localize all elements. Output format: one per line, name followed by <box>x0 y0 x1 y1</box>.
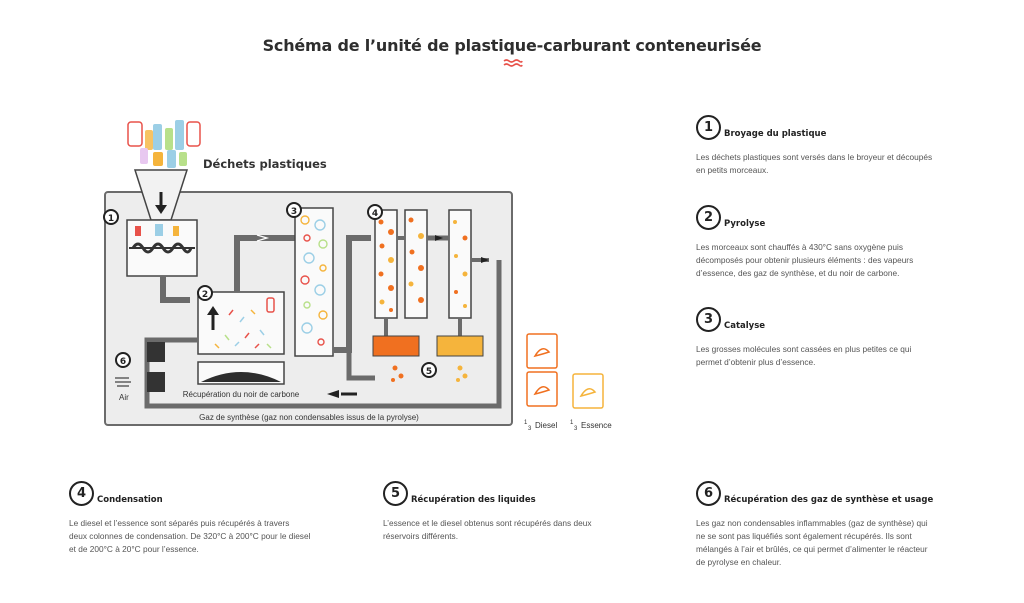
essence-fraction-num: 1 <box>570 420 574 426</box>
step-2-title: Pyrolyse <box>724 219 766 229</box>
step-1-description: Les déchets plastiques sont versés dans … <box>696 151 932 177</box>
step-1-title: Broyage du plastique <box>724 129 827 139</box>
diagram-number-5: 5 <box>426 367 432 377</box>
condenser-column-1 <box>374 209 398 319</box>
step-5: 5 Récupération des liquides L’essence et… <box>383 481 683 561</box>
step-6-description: Les gaz non condensables inflammables (g… <box>696 517 928 569</box>
step-2: 2 Pyrolyse Les morceaux sont chauffés à … <box>696 205 996 295</box>
step-4-line-3: et de 200°C à 20°C pour l’essence. <box>69 544 199 554</box>
step-6-line-3: mélangés à l’air et brûlés, ce qui perme… <box>696 544 928 554</box>
step-6-line-4: de pyrolyse en chaleur. <box>696 557 782 567</box>
step-2-line-3: d’essence, des gaz de synthèse, et du no… <box>696 268 900 278</box>
step-3-number: 3 <box>696 307 721 332</box>
gas-label: Gaz de synthèse (gaz non condensables is… <box>199 413 419 422</box>
step-1-line-1: Les déchets plastiques sont versés dans … <box>696 152 933 162</box>
essence-barrel-icon <box>572 373 604 409</box>
step-4-line-1: Le diesel et l’essence sont séparés puis… <box>69 518 290 528</box>
title-underline-icon <box>503 59 523 67</box>
step-5-line-1: L’essence et le diesel obtenus sont récu… <box>383 518 592 528</box>
diesel-tank <box>372 335 420 357</box>
diesel-fraction-den: 3 <box>528 426 532 432</box>
step-3-description: Les grosses molécules sont cassées en pl… <box>696 343 911 369</box>
essence-label: Essence <box>581 421 612 430</box>
diesel-label: Diesel <box>535 421 557 430</box>
carbon-label: Récupération du noir de carbone <box>183 390 300 399</box>
diagram-number-6: 6 <box>120 357 126 367</box>
step-1: 1 Broyage du plastique Les déchets plast… <box>696 115 996 185</box>
step-5-line-2: réservoirs différents. <box>383 531 459 541</box>
catalyst-column <box>294 207 334 357</box>
step-5-number: 5 <box>383 481 408 506</box>
diagram-number-4: 4 <box>372 209 378 219</box>
step-3: 3 Catalyse Les grosses molécules sont ca… <box>696 307 996 377</box>
waste-label: Déchets plastiques <box>203 157 327 171</box>
diagram-number-1: 1 <box>108 214 114 224</box>
step-3-title: Catalyse <box>724 321 766 331</box>
step-1-number: 1 <box>696 115 721 140</box>
step-3-line-2: permet d’obtenir plus d’essence. <box>696 357 816 367</box>
diagram-number-2: 2 <box>202 290 208 300</box>
step-2-description: Les morceaux sont chauffés à 430°C sans … <box>696 241 913 280</box>
step-5-description: L’essence et le diesel obtenus sont récu… <box>383 517 591 543</box>
burner-1 <box>147 342 165 362</box>
process-diagram: Déchets plastiques 1 2 Récupération du n… <box>103 120 612 432</box>
condenser-column-3 <box>448 209 472 319</box>
burner-2 <box>147 372 165 392</box>
plastic-waste-icon <box>127 120 201 168</box>
step-6: 6 Récupération des gaz de synthèse et us… <box>696 481 1006 581</box>
step-4-line-2: deux colonnes de condensation. De 320°C … <box>69 531 311 541</box>
step-5-title: Récupération des liquides <box>411 495 536 505</box>
essence-fraction-den: 3 <box>574 426 578 432</box>
diesel-fraction-num: 1 <box>524 420 528 426</box>
step-4-description: Le diesel et l’essence sont séparés puis… <box>69 517 310 556</box>
step-6-line-2: ne se sont pas liquéfiés sont également … <box>696 531 912 541</box>
step-4-number: 4 <box>69 481 94 506</box>
step-2-line-2: décomposés pour obtenir plusieurs élémen… <box>696 255 914 265</box>
step-2-number: 2 <box>696 205 721 230</box>
pyrolysis-reactor <box>197 291 285 355</box>
air-label: Air <box>119 393 129 402</box>
essence-tank <box>436 335 484 357</box>
step-4: 4 Condensation Le diesel et l’essence so… <box>69 481 369 571</box>
step-3-line-1: Les grosses molécules sont cassées en pl… <box>696 344 912 354</box>
page-title: Schéma de l’unité de plastique-carburant… <box>262 36 762 55</box>
step-6-title: Récupération des gaz de synthèse et usag… <box>724 495 934 505</box>
step-1-line-2: en petits morceaux. <box>696 165 769 175</box>
diesel-barrels-icon <box>526 333 558 407</box>
step-6-line-1: Les gaz non condensables inflammables (g… <box>696 518 928 528</box>
step-4-title: Condensation <box>97 495 163 505</box>
step-6-number: 6 <box>696 481 721 506</box>
condenser-column-2 <box>404 209 428 319</box>
diagram-number-3: 3 <box>291 207 297 217</box>
step-2-line-1: Les morceaux sont chauffés à 430°C sans … <box>696 242 904 252</box>
